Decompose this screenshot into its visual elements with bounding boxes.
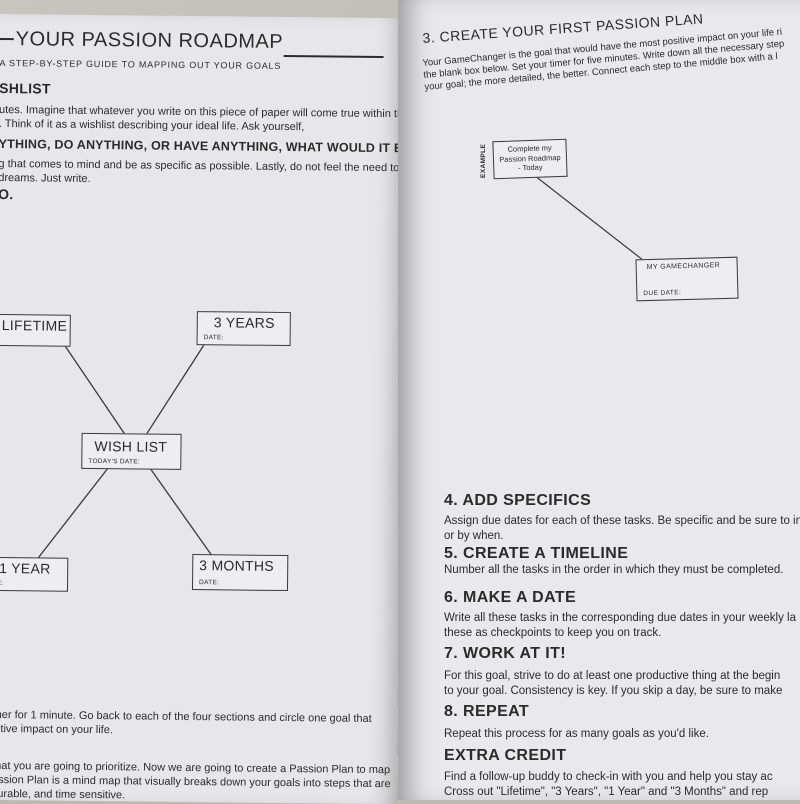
three-months-date-label: DATE: xyxy=(199,579,220,587)
example-box-text: Complete my Passion Roadmap - Today xyxy=(493,143,566,174)
step4-line-2: or by when. xyxy=(444,530,504,542)
step5-heading: 5. CREATE A TIMELINE xyxy=(444,545,629,562)
extra-credit-heading: EXTRA CREDIT xyxy=(444,747,567,764)
todays-date-label: TODAY'S DATE: xyxy=(88,457,141,466)
step7-line-1: For this goal, strive to do at least one… xyxy=(444,670,781,682)
gamechanger-due-date: DUE DATE: xyxy=(643,289,682,298)
lifetime-label: LIFETIME xyxy=(1,317,68,334)
one-year-date-label: E: xyxy=(0,580,4,588)
lifetime-box: LIFETIME xyxy=(0,313,71,347)
step6-line-1: Write all these tasks in the correspondi… xyxy=(444,612,797,624)
one-year-box: 1 YEAR E: xyxy=(0,556,69,592)
extra-credit-line-2: Cross out "Lifetime", "3 Years", "1 Year… xyxy=(444,786,769,798)
one-year-label: 1 YEAR xyxy=(0,560,51,577)
step8-heading: 8. REPEAT xyxy=(444,703,530,720)
step7-line-2: to your goal. Consistency is key. If you… xyxy=(444,685,783,697)
step6-heading: 6. MAKE A DATE xyxy=(444,589,577,606)
example-label: EXAMPLE xyxy=(480,143,487,178)
left-page: YOUR PASSION ROADMAP A STEP-BY-STEP GUID… xyxy=(0,14,405,804)
step7-heading: 7. WORK AT IT! xyxy=(444,645,567,662)
three-years-date-label: DATE: xyxy=(203,334,224,342)
step5-line-1: Number all the tasks in the order in whi… xyxy=(444,564,784,576)
example-box: Complete my Passion Roadmap - Today xyxy=(492,138,568,180)
step4-heading: 4. ADD SPECIFICS xyxy=(444,492,592,509)
right-page: 3. CREATE YOUR FIRST PASSION PLAN Your G… xyxy=(398,0,800,800)
step6-line-2: these as checkpoints to keep you on trac… xyxy=(444,627,662,639)
gamechanger-label: MY GAMECHANGER xyxy=(646,262,721,272)
bottom-line-2: sitive impact on your life. xyxy=(0,722,114,737)
step4-line-1: Assign due dates for each of these tasks… xyxy=(444,515,800,527)
three-months-box: 3 MONTHS DATE: xyxy=(191,554,289,592)
three-months-label: 3 MONTHS xyxy=(199,557,275,574)
three-years-box: 3 YEARS DATE: xyxy=(196,311,291,347)
bottom2-line-3: surable, and time sensitive. xyxy=(0,787,126,802)
wishlist-label: WISH LIST xyxy=(94,438,168,455)
gamechanger-box: MY GAMECHANGER DUE DATE: xyxy=(635,256,739,302)
three-years-label: 3 YEARS xyxy=(213,314,275,331)
plan-connector xyxy=(529,171,649,265)
extra-credit-line-1: Find a follow-up buddy to check-in with … xyxy=(444,771,773,783)
mindmap-lines xyxy=(35,327,216,561)
wishlist-box: WISH LIST TODAY'S DATE: xyxy=(81,432,182,470)
step8-line-1: Repeat this process for as many goals as… xyxy=(444,728,709,740)
